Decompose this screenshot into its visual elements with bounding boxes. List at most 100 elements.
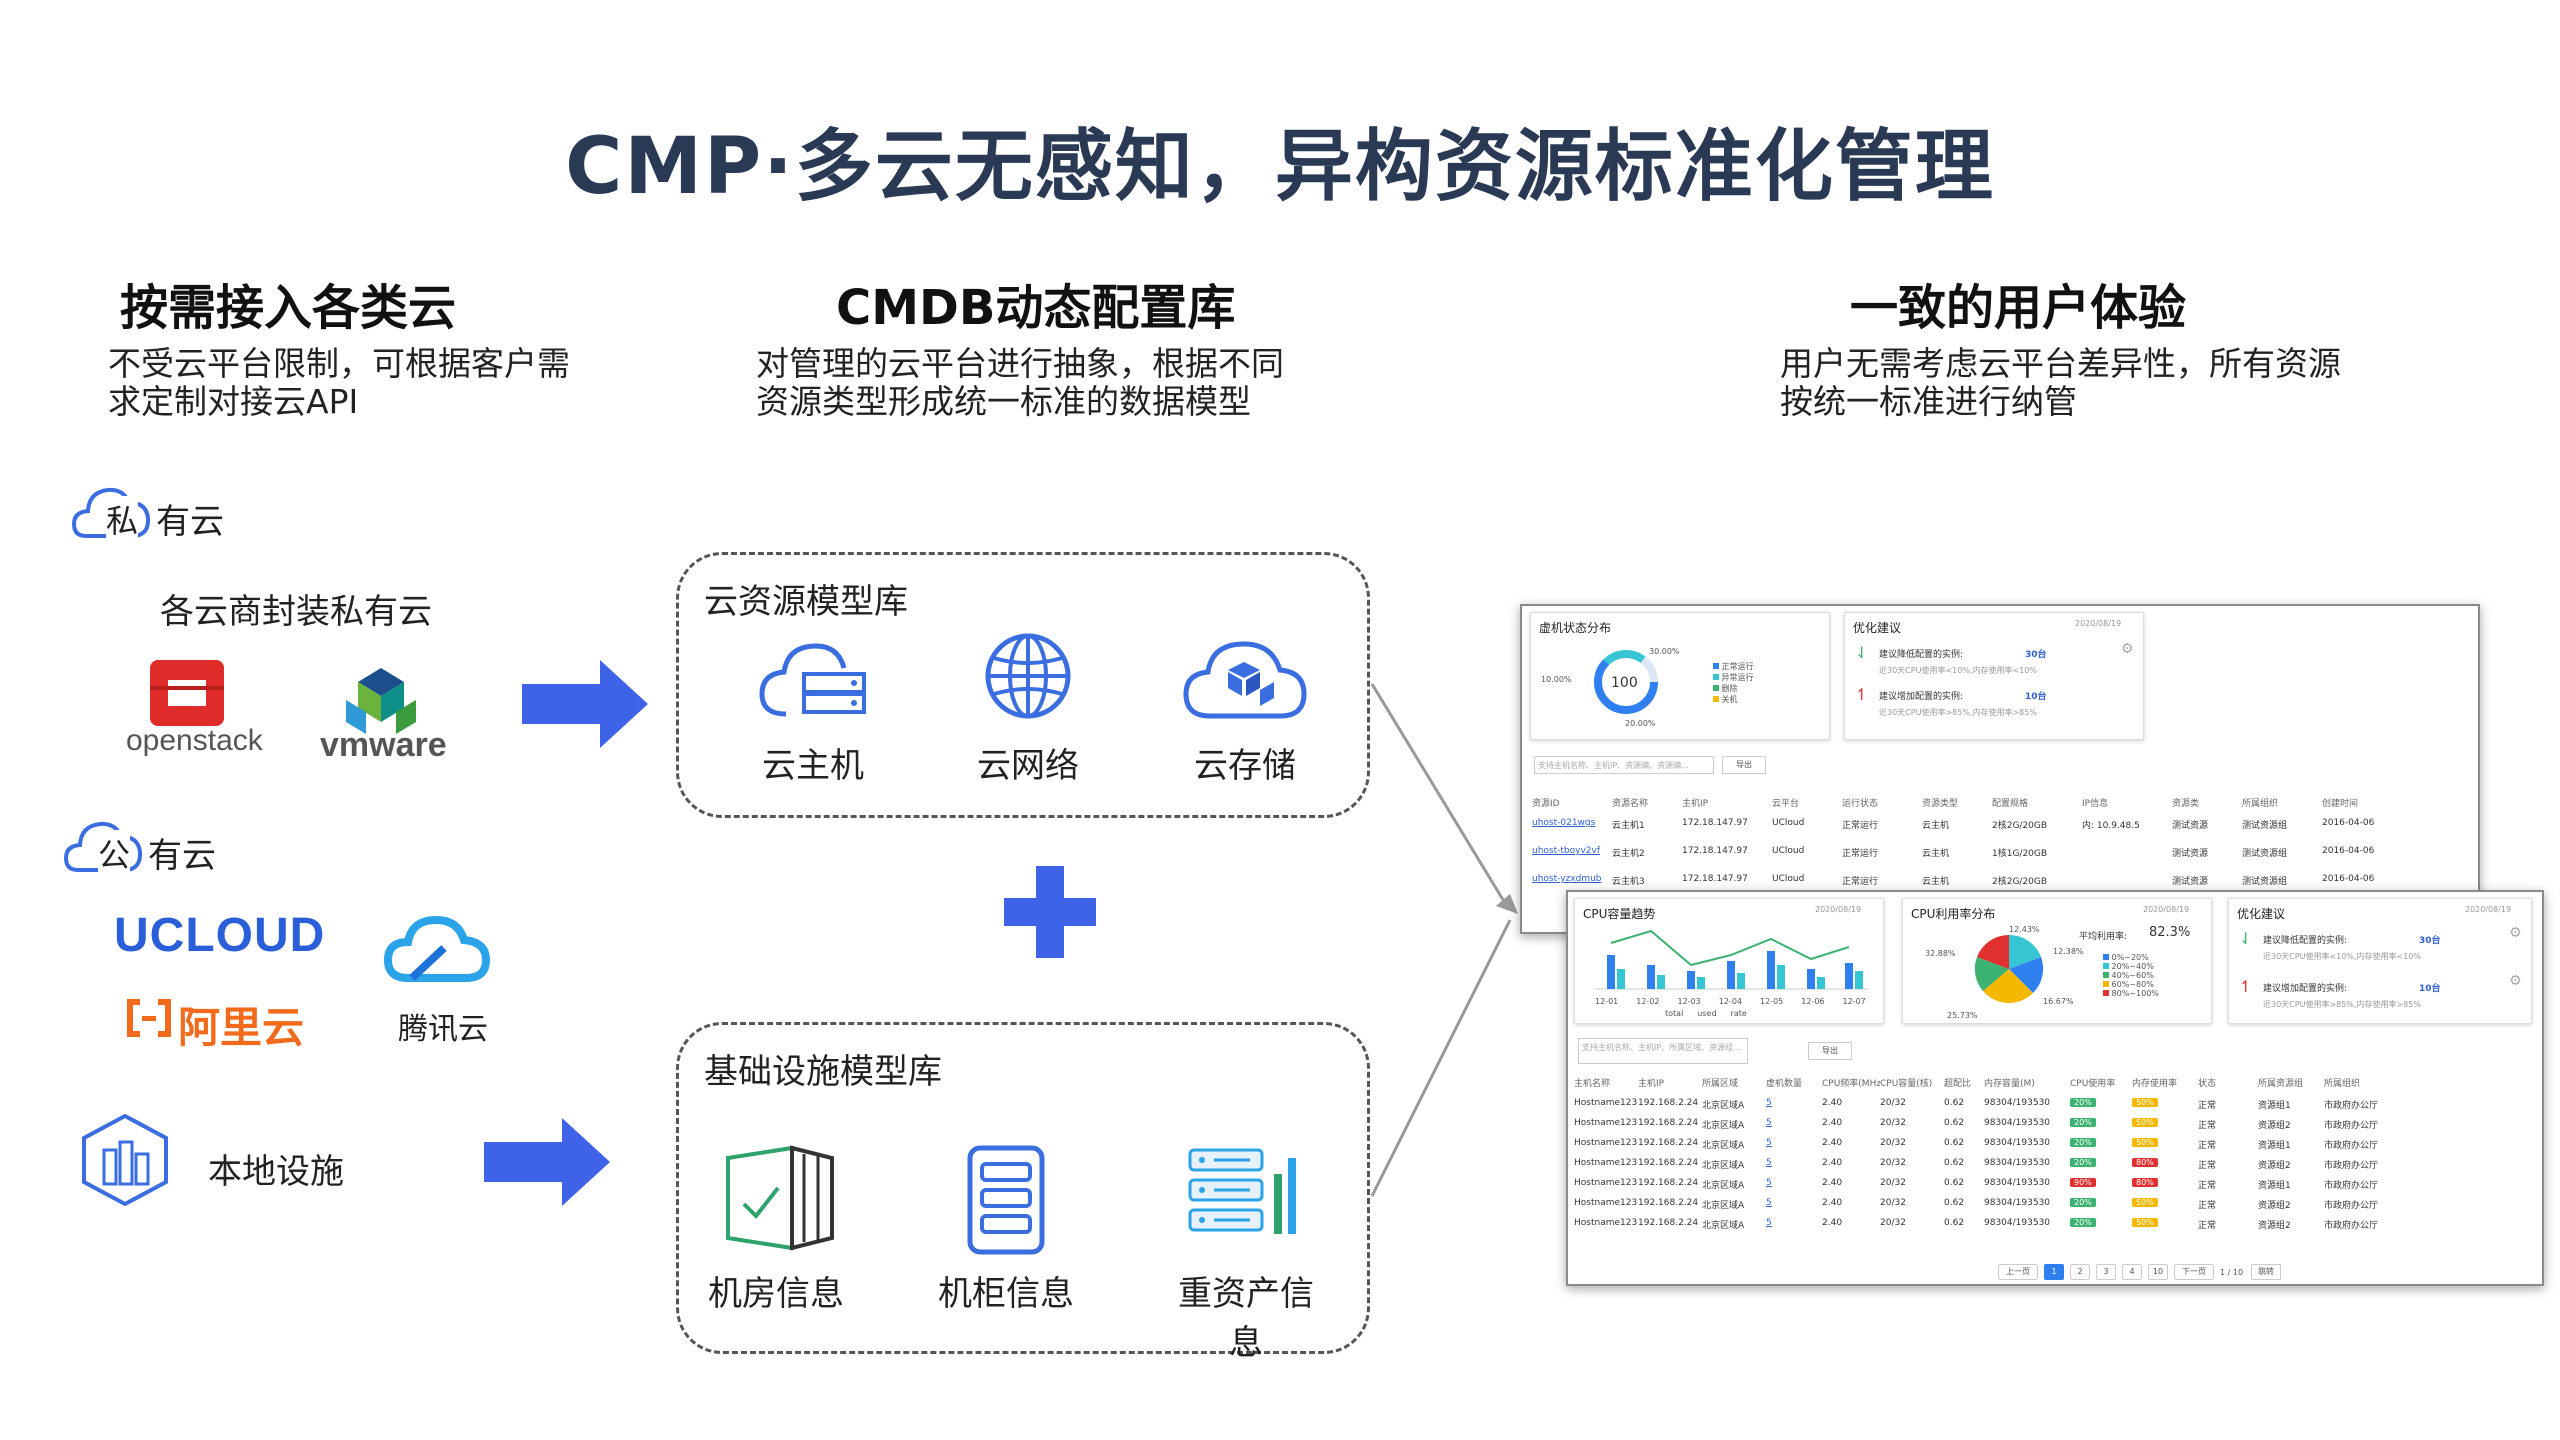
front-export-button[interactable]: 导出 [1808,1042,1852,1060]
gear-icon[interactable]: ⚙ [2509,973,2522,989]
column-header[interactable]: 配置规格 [1992,799,2029,809]
table-cell[interactable]: uhost-tboyv2vf [1532,846,1601,856]
column-header[interactable]: 所属组织 [2324,1079,2361,1089]
arrow-right-icon-1 [522,660,648,748]
gear-icon[interactable]: ⚙ [2121,641,2134,657]
table-cell: 5 [1766,1158,1772,1168]
table-cell: 云主机 [1922,849,1950,859]
table-cell: 98304/193530 [1984,1098,2051,1108]
front-opt-date: 2020/08/19 [2465,905,2512,914]
table-cell[interactable]: Hostname123 [1574,1098,1638,1108]
decrease-icon: ⇃ [1855,643,1869,662]
column-header[interactable]: 超配比 [1944,1079,1972,1089]
column-header[interactable]: 创建时间 [2322,799,2359,809]
table-cell: 5 [1766,1198,1772,1208]
table-cell [2082,846,2172,859]
column-header[interactable]: 虚机数量 [1766,1079,1803,1089]
gear-icon[interactable]: ⚙ [2509,925,2522,941]
table-cell[interactable]: Hostname123 [1574,1138,1638,1148]
column-header[interactable]: 主机名称 [1574,1079,1611,1089]
column-header[interactable]: 所属组织 [2242,799,2279,809]
column-header[interactable]: 主机IP [1638,1079,1665,1089]
table-cell: 2.40 [1822,1218,1843,1228]
table-cell: 北京区域A [1702,1121,1745,1131]
column-header[interactable]: CPU使用率 [2070,1079,2116,1089]
next-page-button[interactable]: 下一页 [2174,1264,2214,1280]
table-cell: 172.18.147.97 [1682,874,1748,884]
table-cell[interactable]: uhost-yzxdmub [1532,874,1602,884]
column-header[interactable]: 资源ID [1532,799,1560,809]
column-header[interactable]: 资源名称 [1612,799,1649,809]
table-cell[interactable]: Hostname123 [1574,1118,1638,1128]
back-export-button[interactable]: 导出 [1722,756,1766,774]
column-header[interactable]: 主机IP [1682,799,1709,809]
table-cell: 2.40 [1822,1138,1843,1148]
page-button[interactable]: 10 [2148,1264,2168,1280]
private-cloud-sublabel: 各云商封装私有云 [160,592,432,632]
prev-page-button[interactable]: 上一页 [1998,1264,2038,1280]
table-cell: 50% [2132,1118,2198,1131]
table-cell: 20/32 [1880,1098,1906,1108]
table-cell: 资源组1 [2258,1101,2291,1111]
column-header[interactable]: IP信息 [2082,799,2109,809]
page-button[interactable]: 3 [2096,1264,2116,1280]
column-header[interactable]: CPU容量(核) [1880,1079,1933,1089]
table-cell[interactable]: Hostname123 [1574,1178,1638,1188]
pie-pct-0: 12.43% [2009,925,2040,934]
column-header[interactable]: 内存容量(M) [1984,1079,2035,1089]
pie-pct-1: 12.38% [2053,947,2084,956]
column-header[interactable]: 状态 [2198,1079,2217,1089]
column-header[interactable]: 资源类型 [1922,799,1959,809]
table-cell[interactable]: Hostname123 [1574,1218,1638,1228]
column-header[interactable]: 云平台 [1772,799,1800,809]
table-cell: 资源组2 [2258,1121,2291,1131]
page-button[interactable]: 4 [2122,1264,2142,1280]
column-header[interactable]: 内存使用率 [2132,1079,2178,1089]
usage-badge: 50% [2132,1118,2158,1127]
table-cell: 市政府办公厅 [2324,1161,2379,1171]
x-label: 12-01 [1595,997,1619,1006]
avg-usage-label: 平均利用率: [2079,932,2128,942]
column-header[interactable]: 所属区域 [1702,1079,1739,1089]
vm-pct-left: 10.00% [1541,675,1572,684]
column-header[interactable]: 所属资源组 [2258,1079,2304,1089]
col3-desc-1: 用户无需考虑云平台差异性，所有资源 [1780,344,2341,383]
increase-icon: ↿ [2239,977,2253,996]
jump-button[interactable]: 跳转 [2251,1264,2282,1280]
page-button[interactable]: 2 [2070,1264,2090,1280]
table-cell: 98304/193530 [1984,1118,2051,1128]
column-header[interactable]: 资源类 [2172,799,2200,809]
front-opt-panel: 优化建议 2020/08/19 ⇃ 建议降低配置的实例: 30台 近30天CPU… [2228,898,2532,1024]
usage-badge: 50% [2132,1098,2158,1107]
column-header[interactable]: 运行状态 [1842,799,1879,809]
front-search-input[interactable]: 支持主机名称、主机IP、所属区域、资源组... [1578,1038,1748,1064]
back-search-input[interactable]: 支持主机名称、主机IP、资源编、资源编... [1534,756,1714,774]
table-cell: 192.168.2.24 [1638,1198,1699,1208]
col1-heading: 按需接入各类云 [120,280,457,336]
x-label: 12-05 [1760,997,1784,1006]
column-header[interactable]: CPU频率(MHz) [1822,1079,1880,1089]
table-cell: 资源组1 [2258,1141,2291,1151]
table-cell: 云主机 [1922,821,1950,831]
infra-model-title: 基础设施模型库 [704,1052,942,1092]
table-cell: 2核2G/20GB [1992,821,2048,831]
table-cell[interactable]: uhost-021wgs [1532,818,1596,828]
back-rec1-val: 30台 [2025,650,2047,660]
table-cell: 北京区域A [1702,1181,1745,1191]
page-button[interactable]: 1 [2044,1264,2064,1280]
back-opt-date: 2020/08/19 [2075,619,2122,628]
table-cell[interactable]: Hostname123 [1574,1198,1638,1208]
table-cell: 1核1G/20GB [1992,849,2048,859]
table-cell[interactable]: Hostname123 [1574,1158,1638,1168]
table-cell: 98304/193530 [1984,1218,2051,1228]
